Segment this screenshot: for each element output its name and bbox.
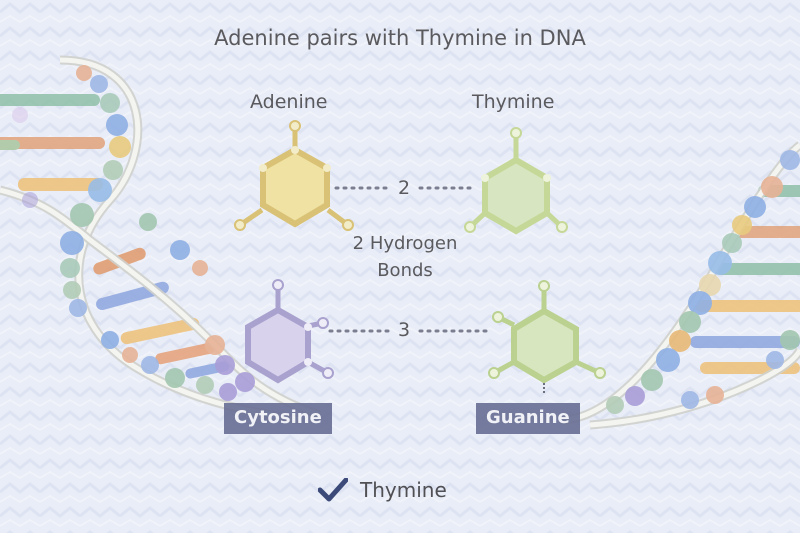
cytosine-molecule-icon	[245, 279, 334, 384]
thymine-molecule-icon	[464, 127, 568, 235]
cg-bond-count: 3	[398, 319, 411, 341]
cytosine-label: Cytosine	[224, 403, 332, 434]
adenine-molecule-icon	[234, 120, 354, 231]
thymine-label: Thymine	[472, 91, 555, 113]
guanine-label: Guanine	[476, 403, 580, 434]
checkmark-icon	[318, 478, 348, 502]
guanine-molecule-icon	[488, 280, 606, 395]
at-bond-count: 2	[398, 177, 411, 199]
answer-row: Thymine	[318, 478, 447, 502]
answer-text: Thymine	[360, 478, 447, 502]
page-title: Adenine pairs with Thymine in DNA	[214, 26, 586, 50]
hydrogen-bonds-caption: 2 Hydrogen Bonds	[352, 233, 458, 281]
adenine-label: Adenine	[250, 91, 328, 113]
